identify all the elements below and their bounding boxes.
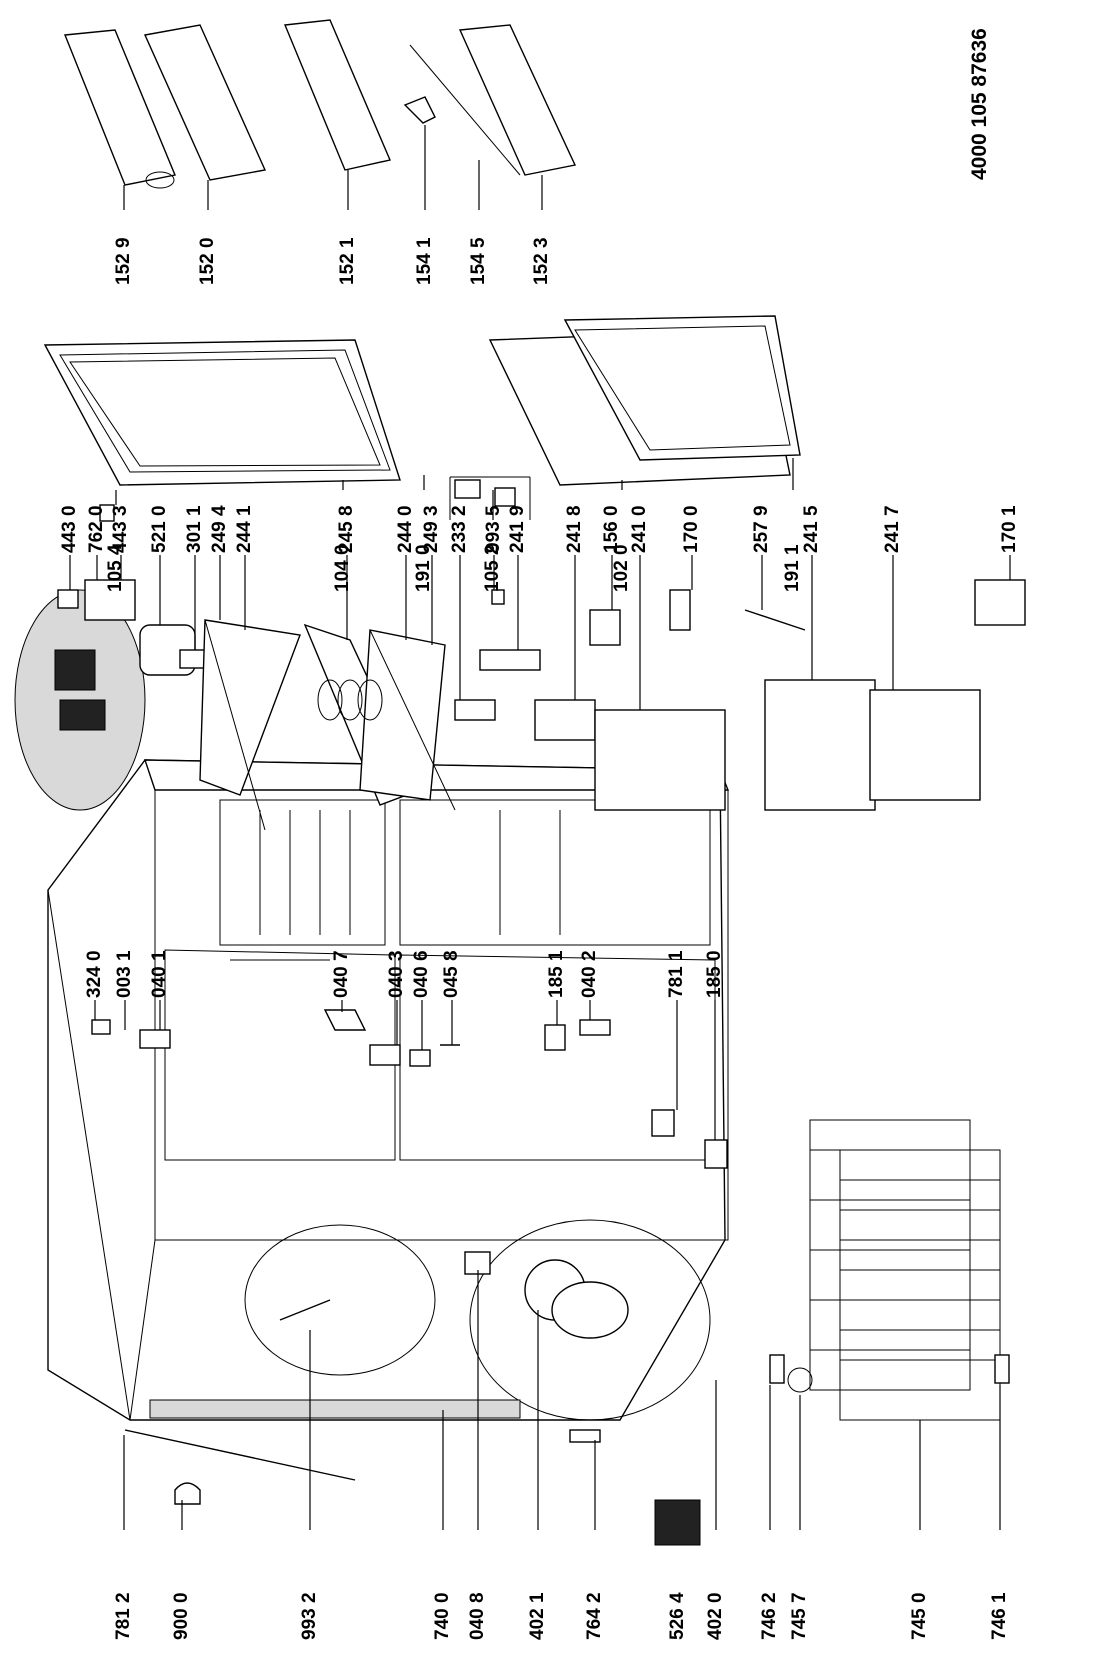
part-label: 244 1 (234, 505, 255, 553)
part-label: 402 1 (527, 1592, 548, 1640)
part-label: 152 0 (197, 237, 218, 285)
part-label: 105 2 (482, 544, 503, 592)
part-label: 402 0 (705, 1592, 726, 1640)
part-label: 040 7 (331, 950, 352, 998)
part-label: 745 7 (789, 1592, 810, 1640)
doors (43, 315, 801, 522)
part-label: 191 0 (413, 544, 434, 592)
part-label: 241 7 (882, 505, 903, 553)
part-label: 745 0 (909, 1592, 930, 1640)
part-label: 185 0 (704, 950, 725, 998)
part-label: 170 1 (999, 505, 1020, 553)
part-label: 526 4 (667, 1592, 688, 1640)
part-label: 764 2 (584, 1592, 605, 1640)
part-label: 241 0 (629, 505, 650, 553)
part-label: 900 0 (171, 1592, 192, 1640)
part-label: 740 0 (432, 1592, 453, 1640)
part-label: 040 2 (579, 950, 600, 998)
part-label: 105 4 (105, 544, 126, 592)
part-label: 152 1 (337, 237, 358, 285)
evaporator-coil (769, 1119, 1010, 1421)
part-label: 191 1 (782, 544, 803, 592)
part-label: 040 1 (149, 950, 170, 998)
part-label: 241 8 (564, 505, 585, 553)
part-label: 301 1 (184, 505, 205, 553)
part-label: 154 1 (414, 237, 435, 285)
part-label: 102 0 (611, 544, 632, 592)
part-label: 521 0 (149, 505, 170, 553)
part-label: 040 8 (467, 1592, 488, 1640)
part-label: 249 4 (209, 505, 230, 553)
part-label: 746 1 (989, 1592, 1010, 1640)
part-label: 154 5 (468, 237, 489, 285)
part-label: 324 0 (84, 950, 105, 998)
part-label: 993 2 (299, 1592, 320, 1640)
part-label: 040 6 (411, 950, 432, 998)
part-label: 233 2 (449, 505, 470, 553)
part-label: 241 9 (507, 505, 528, 553)
part-label: 003 1 (114, 950, 135, 998)
part-label: 152 9 (113, 237, 134, 285)
shelves-and-drawers (14, 579, 1026, 831)
part-label: 781 2 (113, 1592, 134, 1640)
part-label: 241 5 (801, 505, 822, 553)
part-label: 170 0 (681, 505, 702, 553)
part-label: 185 1 (546, 950, 567, 998)
part-label: 257 9 (751, 505, 772, 553)
door-bins (64, 19, 577, 189)
part-label: 045 8 (441, 950, 462, 998)
cabinet-body (47, 759, 730, 1546)
part-label: 152 3 (531, 237, 552, 285)
part-label: 746 2 (759, 1592, 780, 1640)
part-label: 762 0 (86, 505, 107, 553)
part-label: 040 3 (386, 950, 407, 998)
part-label: 104 0 (332, 544, 353, 592)
part-label: 443 0 (59, 505, 80, 553)
part-label: 781 1 (666, 950, 687, 998)
leader-lines (69, 125, 1011, 1530)
document-number: 4000 105 87636 (968, 28, 991, 180)
